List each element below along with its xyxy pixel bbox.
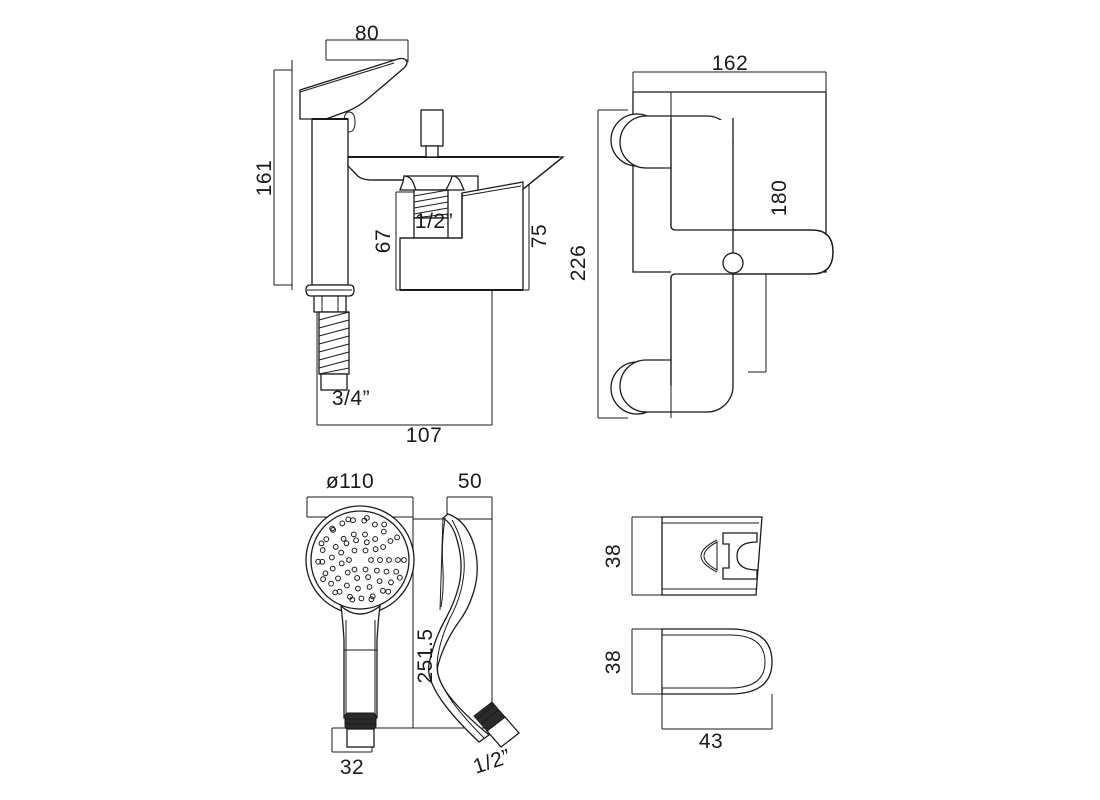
mixer-lever-handle [299, 57, 408, 120]
dim-label-80: 80 [355, 22, 379, 45]
dim-label-thread-threequarter: 3/4” [332, 387, 370, 410]
handset-connector-collar [344, 712, 377, 730]
dim-label-161: 161 [253, 160, 276, 197]
bracket-cradle-inner-curve [703, 541, 718, 571]
diverter-knob [420, 109, 444, 147]
dim-label-38-bottom: 38 [602, 650, 625, 674]
diverter-knob-neck [425, 145, 439, 158]
view-plan: 162 180 226 [567, 52, 834, 419]
dim-label-diameter-110: ø110 [326, 470, 374, 493]
dim-label-251-5: 251.5 [414, 628, 437, 683]
tail-end-collar [320, 373, 348, 391]
dim-label-38-top: 38 [602, 544, 625, 568]
dimension-lines-bracket-plan [631, 628, 773, 730]
dim-label-50: 50 [458, 470, 482, 493]
plan-outlet-hole [722, 252, 744, 274]
view-side-elevation: 80 161 67 75 107 1/2” 3/4” [253, 22, 565, 447]
mixer-fixing-nut [313, 295, 347, 313]
dim-label-162: 162 [712, 52, 749, 75]
view-shower-handset: ø110 50 251.5 32 1/2” [305, 470, 520, 779]
thread-hatching-34 [318, 311, 350, 375]
dim-label-32: 32 [340, 756, 364, 779]
dim-label-43: 43 [699, 730, 723, 753]
dimension-lines-bracket-top [631, 516, 662, 596]
dim-label-107: 107 [406, 424, 443, 447]
dim-label-226: 226 [567, 245, 590, 282]
dim-label-75: 75 [528, 224, 551, 248]
bracket-cradle-clip [722, 532, 758, 580]
spray-nozzle-pattern [315, 515, 407, 603]
handset-side-profile [427, 513, 491, 743]
handset-end-nut [346, 728, 375, 748]
view-bracket-plan: 38 43 [602, 628, 773, 753]
thread-hatching-12 [413, 189, 449, 219]
handset-side-end-nut [486, 716, 520, 748]
mixer-body-column [311, 118, 349, 286]
dimension-lines-side [273, 39, 530, 426]
dim-label-hose-half: 1/2” [470, 745, 513, 779]
dim-label-180: 180 [768, 180, 791, 217]
bracket-plan-inner [661, 634, 766, 689]
handset-spray-face-inner [310, 510, 410, 610]
dim-label-67: 67 [372, 229, 395, 253]
handset-handle-front [340, 604, 381, 719]
dim-label-thread-half: 1/2” [415, 210, 453, 233]
view-wall-bracket: 38 [602, 516, 763, 596]
outlet-flare-right [444, 175, 465, 191]
